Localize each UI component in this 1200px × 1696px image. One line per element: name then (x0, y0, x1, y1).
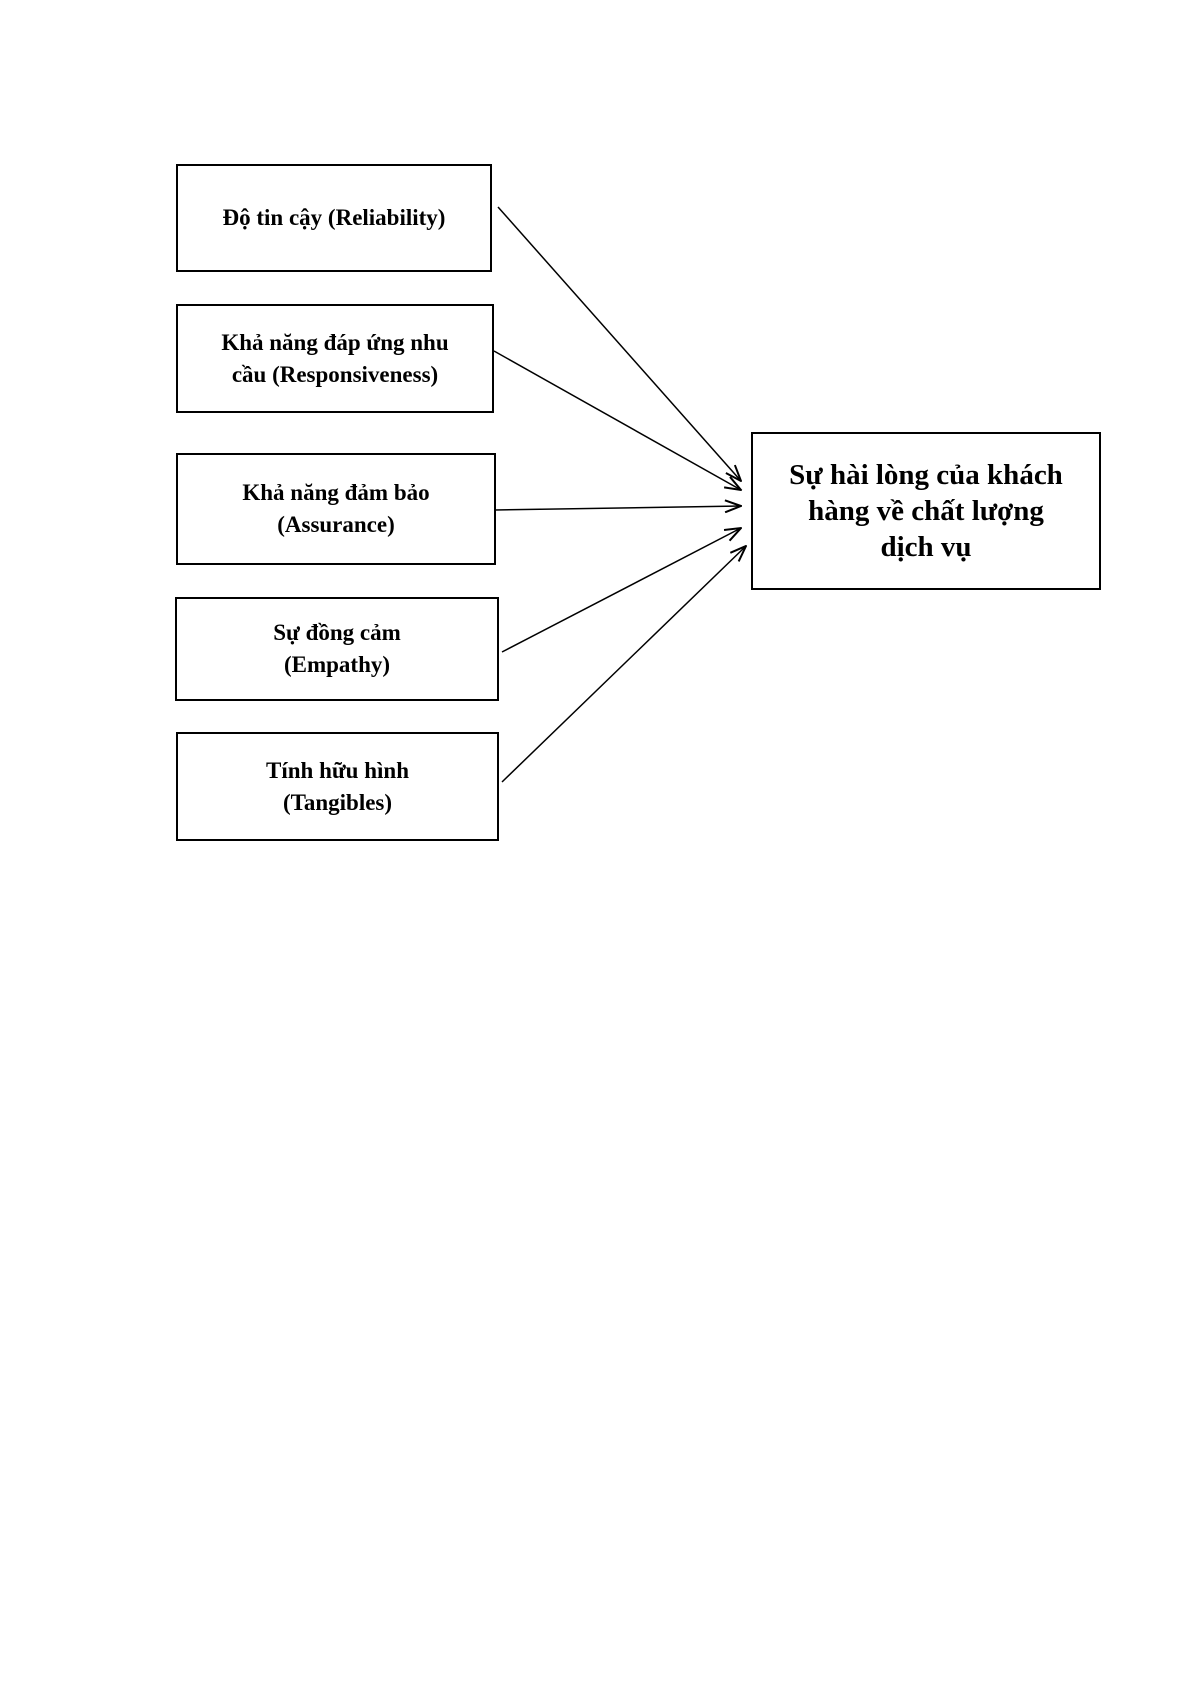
outcome-label-line2: hàng về chất lượng (808, 495, 1044, 527)
factor-label-empathy-line2: (Empathy) (283, 652, 391, 677)
factor-label-reliability: Độ tin cậy (Reliability) (222, 205, 446, 230)
factor-label-assurance-line2: (Assurance) (277, 512, 395, 537)
outcome-box-customer-satisfaction: Sự hài lòng của khách hàng về chất lượng… (751, 432, 1101, 590)
factor-label-responsiveness-line2: cầu (Responsiveness) (231, 361, 439, 387)
factor-label-responsiveness-line1: Khả năng đáp ứng nhu (221, 329, 449, 355)
factor-label-empathy-line1: Sự đồng cảm (273, 620, 401, 645)
factor-box-tangibles: Tính hữu hình (Tangibles) (176, 732, 499, 841)
factor-box-responsiveness: Khả năng đáp ứng nhu cầu (Responsiveness… (176, 304, 494, 413)
factor-label-assurance-line1: Khả năng đảm bảo (242, 480, 430, 505)
factor-box-reliability: Độ tin cậy (Reliability) (176, 164, 492, 272)
factor-box-empathy: Sự đồng cảm (Empathy) (175, 597, 499, 701)
factor-label-tangibles-line2: (Tangibles) (282, 789, 393, 815)
arrow-assurance (494, 506, 741, 510)
outcome-label-line1: Sự hài lòng của khách (789, 459, 1063, 491)
arrow-responsiveness (493, 350, 741, 490)
factor-box-assurance: Khả năng đảm bảo (Assurance) (176, 453, 496, 565)
outcome-label-line3: dịch vụ (880, 531, 972, 563)
arrow-empathy (501, 528, 741, 653)
arrow-tangibles (501, 546, 746, 783)
factor-label-tangibles-line1: Tính hữu hình (266, 757, 409, 783)
arrow-reliability (497, 206, 741, 481)
